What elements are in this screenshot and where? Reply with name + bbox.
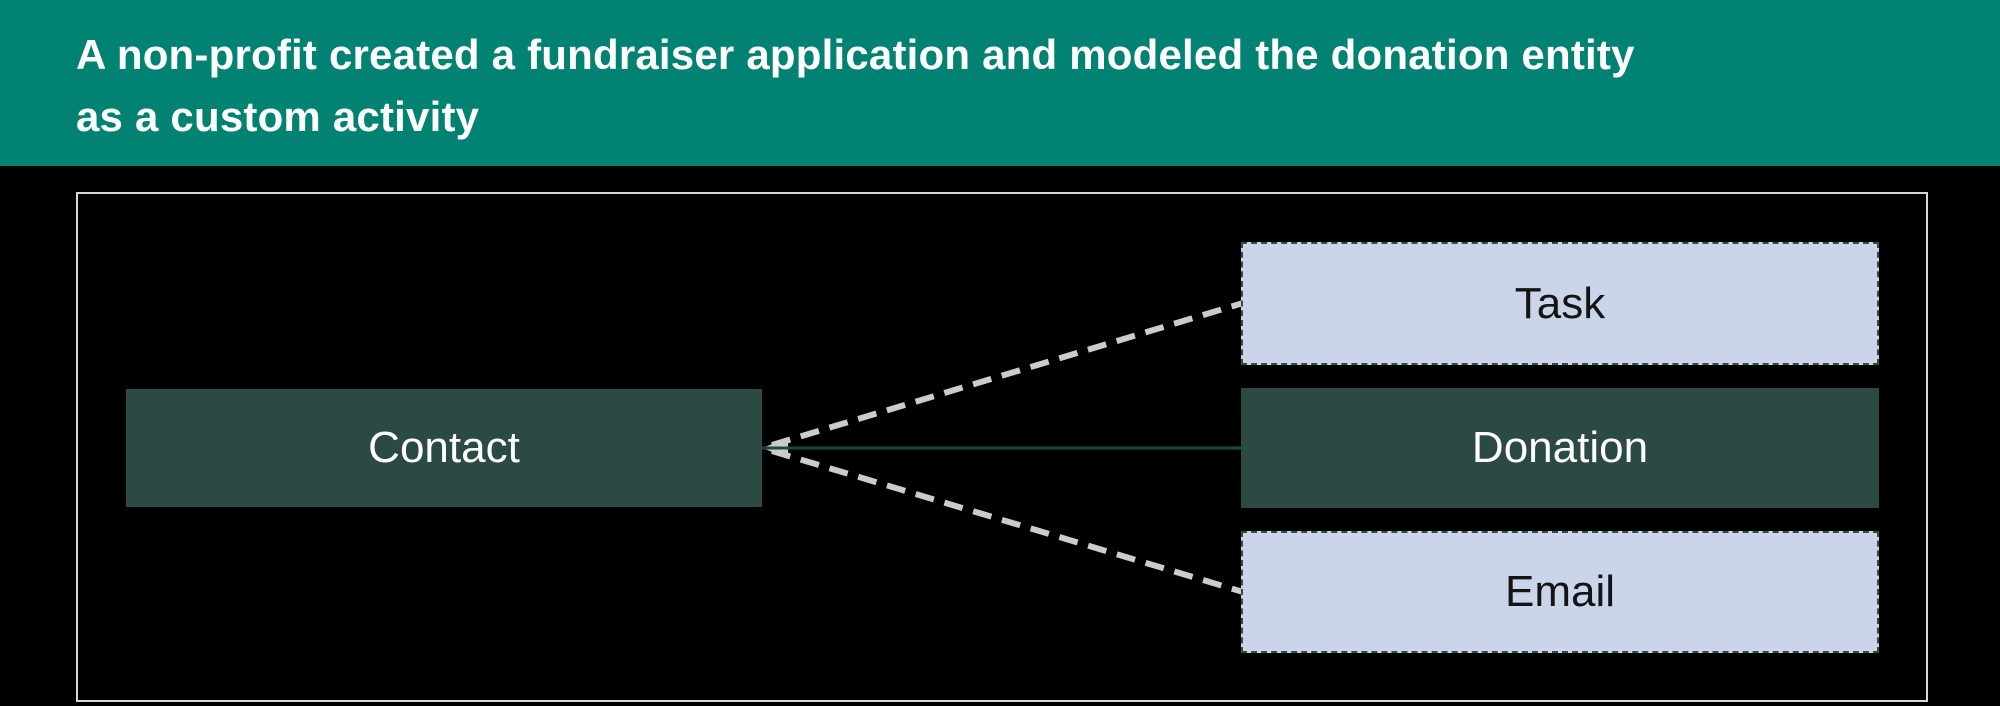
task-activity-box: Task — [1241, 242, 1879, 365]
contact-entity-label: Contact — [368, 423, 520, 472]
donation-activity-label: Donation — [1471, 423, 1649, 472]
email-activity-label: Email — [1504, 567, 1616, 616]
task-activity-label: Task — [1514, 278, 1606, 328]
email-activity-box: Email — [1241, 531, 1879, 653]
slide-title-line-1: A non-profit created a fundraiser applic… — [76, 31, 1635, 78]
title-banner: A non-profit created a fundraiser applic… — [0, 0, 2000, 166]
donation-activity-box: Donation — [1241, 388, 1879, 508]
contact-entity-box: Contact — [126, 389, 762, 507]
slide-title-line-2: as a custom activity — [76, 93, 480, 140]
diagram-frame — [76, 192, 1928, 702]
